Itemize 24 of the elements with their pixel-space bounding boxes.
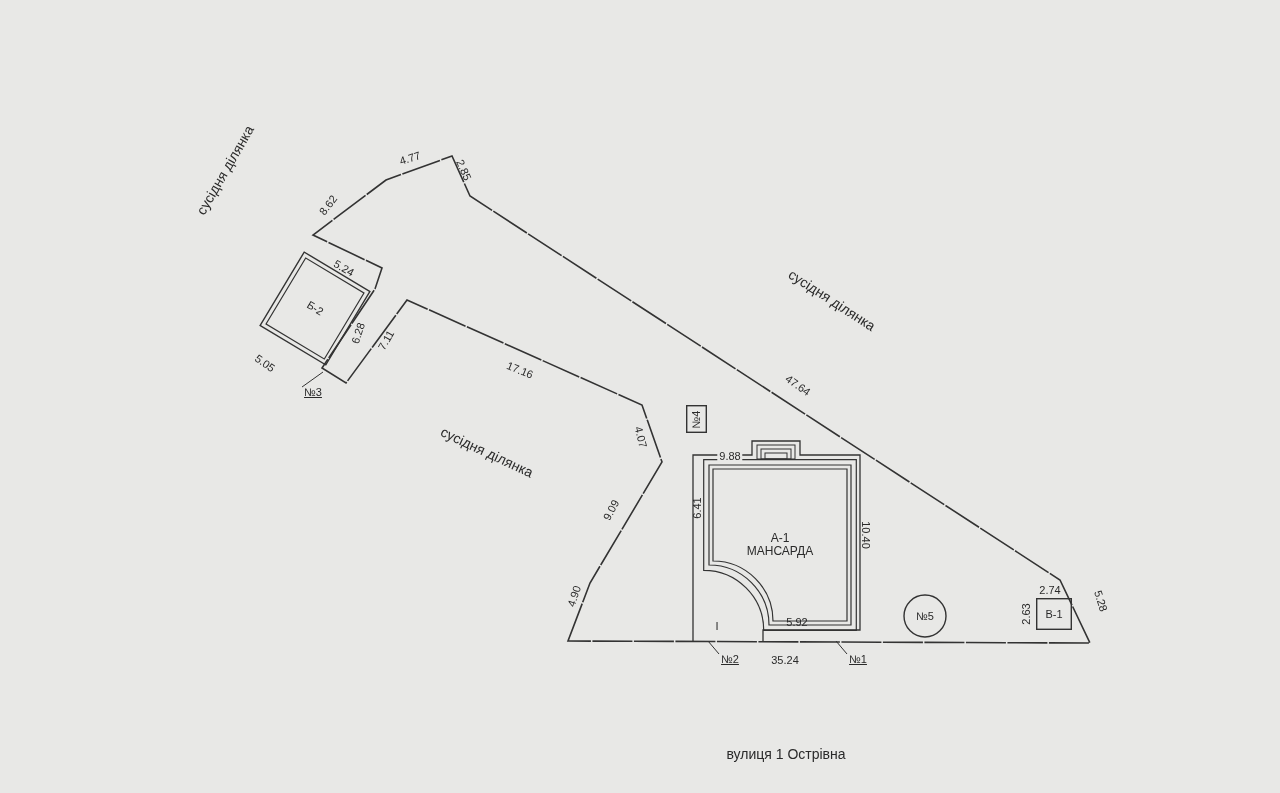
dimension-value: 4.90 bbox=[565, 583, 583, 609]
dimension-value: 4.77 bbox=[397, 149, 423, 167]
leader-line bbox=[707, 640, 720, 655]
dimension-value: 9.09 bbox=[600, 497, 622, 523]
dimension-value: 17.16 bbox=[505, 359, 535, 381]
dimension-value: 9.88 bbox=[717, 450, 743, 462]
marker-box: №4 bbox=[686, 405, 707, 433]
marker-circle: №5 bbox=[903, 594, 947, 638]
dimension-value: 4.07 bbox=[632, 425, 650, 449]
point-number: №2 bbox=[719, 653, 741, 666]
dimension-value: 2.85 bbox=[454, 157, 474, 183]
dimension-value: 5.92 bbox=[786, 616, 808, 628]
dimension-value: 7.11 bbox=[375, 328, 397, 352]
dimension-value: 35.24 bbox=[771, 654, 799, 666]
street-name: вулиця 1 Острівна bbox=[726, 746, 846, 762]
leader-line bbox=[835, 640, 848, 655]
point-number: №3 bbox=[302, 386, 324, 399]
point-number: №1 bbox=[847, 653, 869, 666]
dimension-value: 5.28 bbox=[1092, 588, 1110, 614]
dimension-value: 6.28 bbox=[349, 320, 367, 346]
building-outline: В-1 bbox=[1036, 598, 1072, 630]
room-number: I bbox=[715, 620, 719, 632]
dimension-value: 5.24 bbox=[331, 257, 357, 279]
leader-line bbox=[301, 371, 324, 388]
